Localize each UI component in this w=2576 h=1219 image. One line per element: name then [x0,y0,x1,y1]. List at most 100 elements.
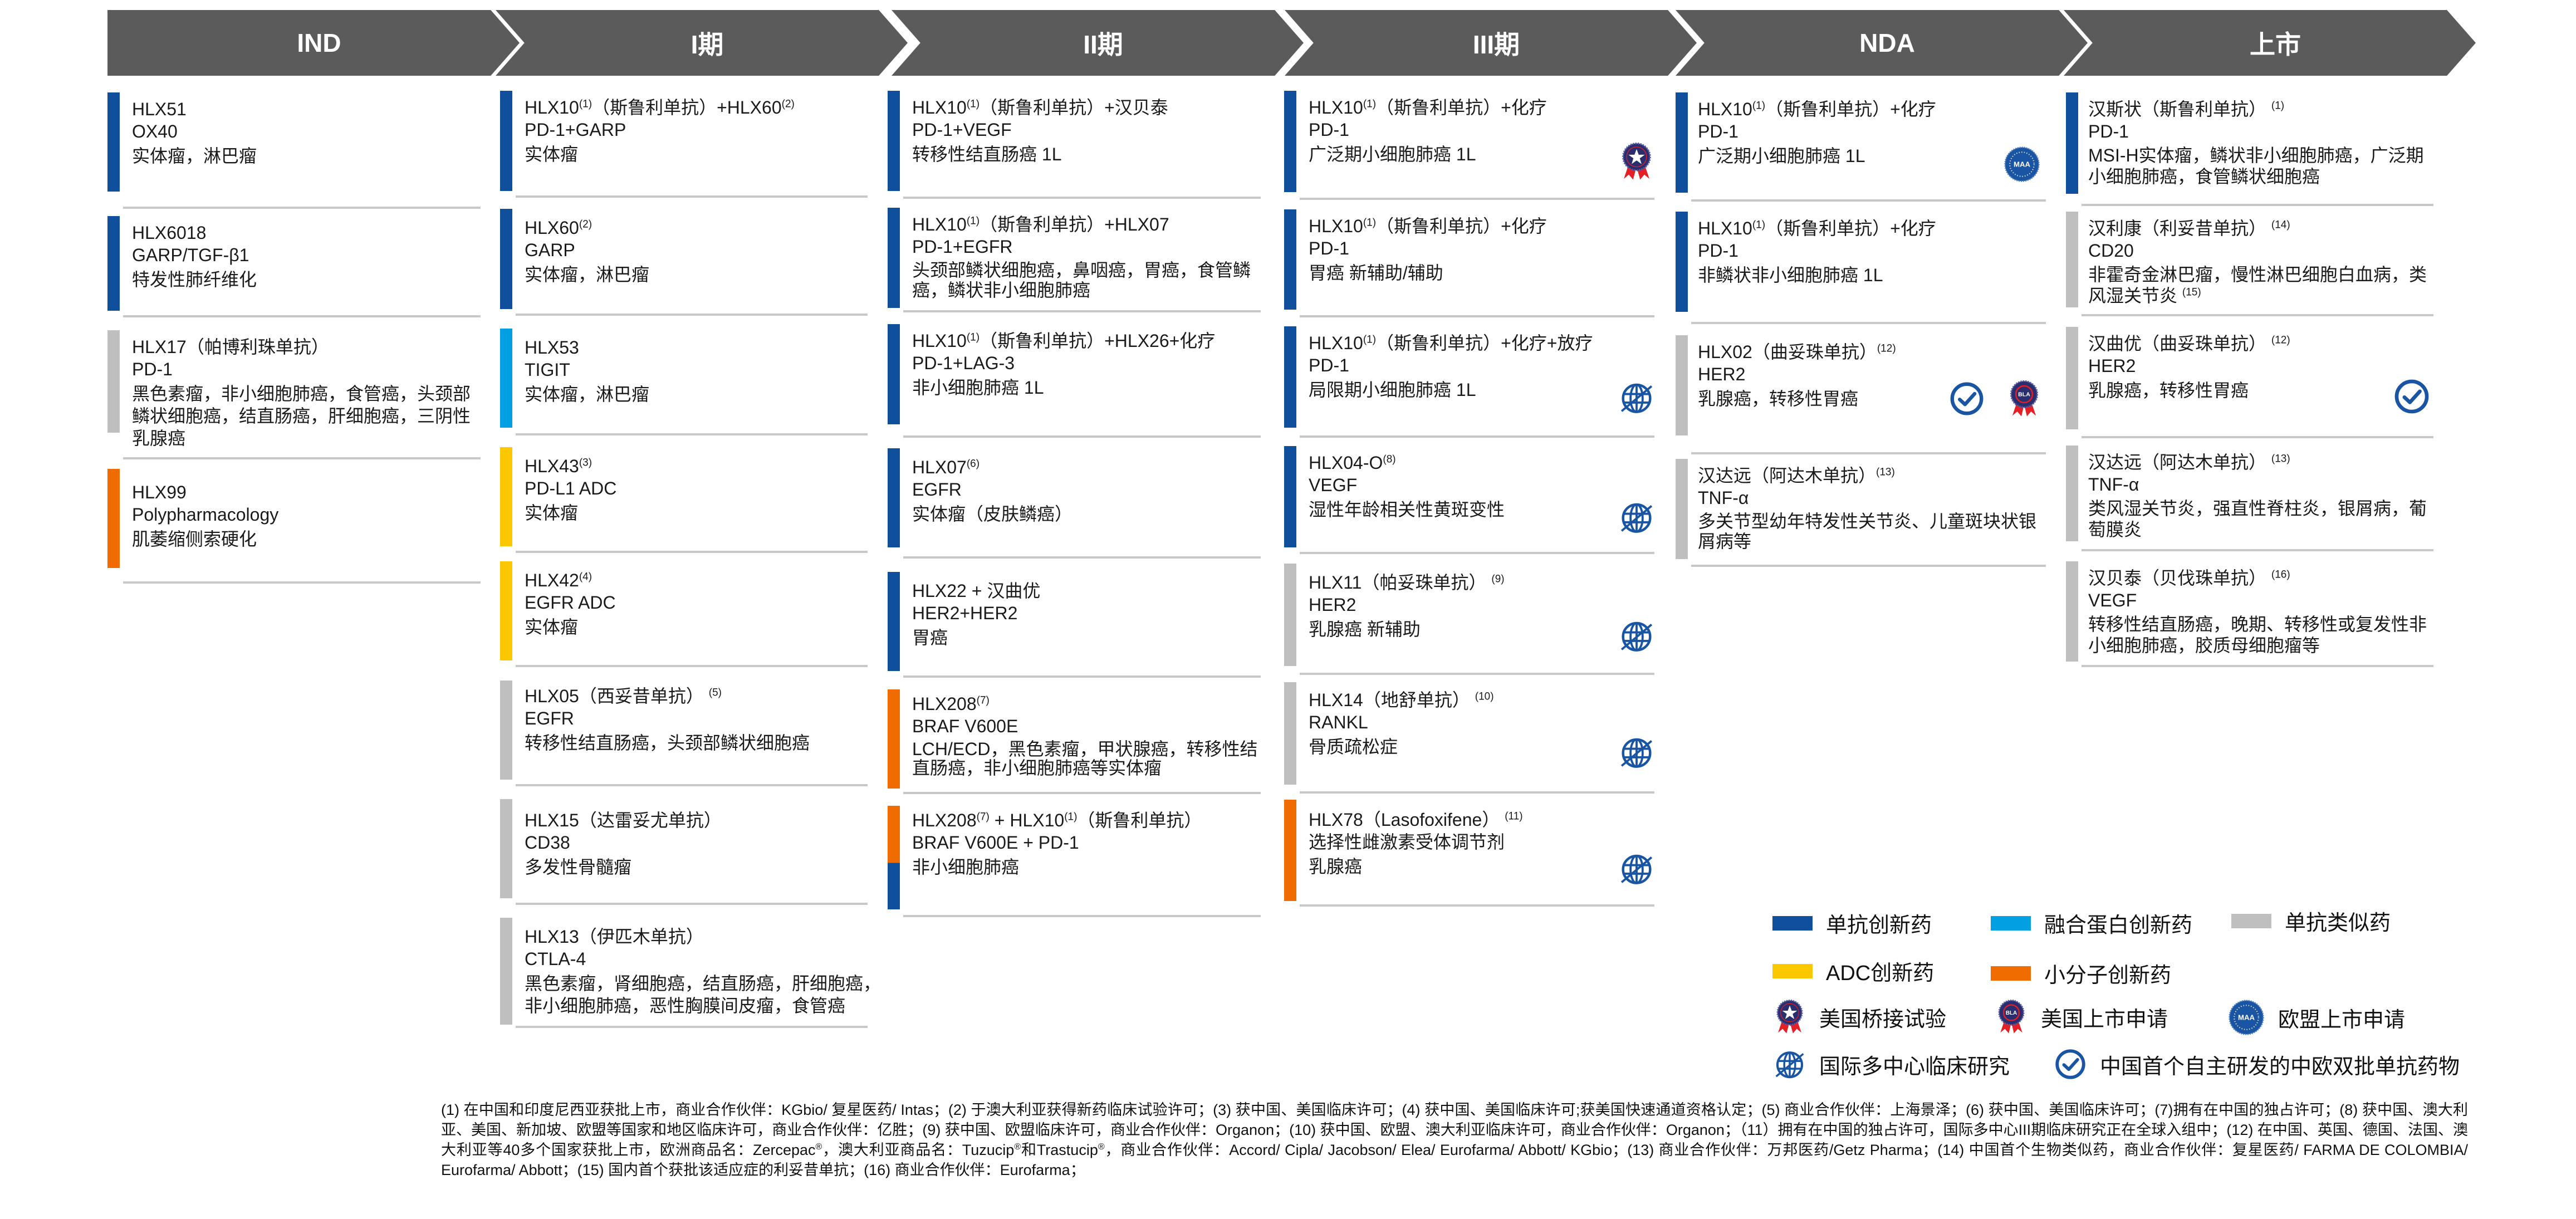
drug-indication: 实体瘤（皮肤鳞癌） [912,504,1073,524]
divider [903,915,1261,917]
pipeline-card[interactable]: HLX208(7) BRAF V600E LCH/ECD，黑色素瘤，甲状腺癌，转… [888,689,1261,794]
legend-label: 国际多中心临床研究 [1819,1055,2010,1079]
category-bar [1284,209,1296,310]
pipeline-card[interactable]: HLX02（曲妥珠单抗）(12) HER2 乳腺癌，转移性胃癌 [1676,335,2046,454]
pipeline-card[interactable]: HLX05（西妥昔单抗） (5) EGFR 转移性结直肠癌，头颈部鳞状细胞癌 [500,681,868,786]
card-text: HLX43(3) PD-L1 ADC 实体瘤 [525,455,868,524]
drug-target: EGFR ADC [525,593,616,613]
legend-item-global-mrct: 国际多中心临床研究 [1774,1048,2010,1080]
stage-nda: NDA [1676,10,2088,76]
globe-icon [1619,500,1654,535]
card-text: HLX07(6) EGFR 实体瘤（皮肤鳞癌） [912,456,1261,525]
pipeline-card[interactable]: HLX10(1)（斯鲁利单抗）+HLX26+化疗 PD-1+LAG-3 非小细胞… [888,324,1261,438]
drug-indication: 类风湿关节炎，强直性脊柱炎，银屑病，葡萄膜炎 [2088,498,2427,540]
pipeline-card[interactable]: HLX17（帕博利珠单抗） PD-1 黑色素瘤，非小细胞肺癌，食管癌，头颈部鳞状… [107,330,481,459]
drug-indication: 实体瘤，淋巴瘤 [525,265,650,285]
pipeline-card[interactable]: 汉达远（阿达木单抗） (13) TNF-α 类风湿关节炎，强直性脊柱炎，银屑病，… [2066,446,2433,551]
card-text: HLX15（达雷妥尤单抗） CD38 多发性骨髓瘤 [525,809,868,878]
pipeline-card[interactable]: 汉曲优（曲妥珠单抗） (12) HER2 乳腺癌，转移性胃癌 [2066,327,2433,438]
divider [123,315,481,317]
divider [1300,315,1654,317]
check-circle-icon [2054,1048,2087,1080]
category-bar [888,806,900,909]
category-bar [2066,92,2078,194]
card-text: HLX53 TIGIT 实体瘤，淋巴瘤 [525,336,868,405]
drug-name: HLX10(1)（斯鲁利单抗）+HLX60(2) [525,97,795,118]
drug-target: OX40 [132,121,178,141]
legend-item-eu-maa: 欧盟上市申请 [2228,999,2405,1036]
footnotes: (1) 在中国和印度尼西亚获批上市，商业合作伙伴：KGbio/ 复星医药/ In… [441,1100,2468,1180]
category-bar [500,681,512,780]
pipeline-card[interactable]: HLX99 Polypharmacology 肌萎缩侧索硬化 [107,469,481,584]
drug-target: BRAF V600E + PD-1 [912,833,1079,853]
card-text: HLX60(2) GARP 实体瘤，淋巴瘤 [525,217,868,286]
divider [1691,565,2046,567]
pipeline-card[interactable]: HLX10(1)（斯鲁利单抗）+化疗+放疗 PD-1 局限期小细胞肺癌 1L [1284,326,1654,438]
pipeline-card[interactable]: 汉利康（利妥昔单抗） (14) CD20 非霍奇金淋巴瘤，慢性淋巴细胞白血病，类… [2066,212,2433,316]
pipeline-card[interactable]: HLX13（伊匹木单抗） CTLA-4 黑色素瘤，肾细胞癌，结直肠癌，肝细胞癌，… [500,918,881,1028]
pipeline-card[interactable]: HLX60(2) GARP 实体瘤，淋巴瘤 [500,209,868,316]
category-bar [888,448,900,547]
pipeline-card[interactable]: 汉贝泰（贝伐珠单抗） (16) VEGF 转移性结直肠癌，晚期、转移性或复发性非… [2066,561,2433,667]
pipeline-card[interactable]: 汉达远（阿达木单抗）(13) TNF-α 多关节型幼年特发性关节炎、儿童斑块状银… [1676,459,2046,567]
pipeline-card[interactable]: HLX07(6) EGFR 实体瘤（皮肤鳞癌） [888,448,1261,559]
category-bar [500,91,512,191]
legend-label: 美国桥接试验 [1819,1007,1947,1031]
drug-indication: LCH/ECD，黑色素瘤，甲状腺癌，转移性结直肠癌，非小细胞肺癌等实体瘤 [912,739,1258,778]
drug-indication: 乳腺癌，转移性胃癌 [2088,380,2249,400]
category-bar [888,208,900,308]
drug-indication: 特发性肺纤维化 [132,270,257,290]
drug-target: CD20 [2088,241,2134,261]
card-text: 汉贝泰（贝伐珠单抗） (16) VEGF 转移性结直肠癌，晚期、转移性或复发性非… [2088,567,2433,656]
card-text: HLX10(1)（斯鲁利单抗）+化疗+放疗 PD-1 局限期小细胞肺癌 1L [1309,332,1654,401]
pipeline-card[interactable]: HLX10(1)（斯鲁利单抗）+化疗 PD-1 广泛期小细胞肺癌 1L [1284,91,1654,200]
pipeline-card[interactable]: HLX43(3) PD-L1 ADC 实体瘤 [500,447,868,553]
pipeline-card[interactable]: HLX15（达雷妥尤单抗） CD38 多发性骨髓瘤 [500,799,868,905]
drug-name: HLX208(7) + HLX10(1)（斯鲁利单抗） [912,810,1202,830]
pipeline-card[interactable]: HLX10(1)（斯鲁利单抗）+化疗 PD-1 广泛期小细胞肺癌 1L [1676,92,2046,202]
stage-label: II期 [1083,30,1123,59]
pipeline-card[interactable]: HLX53 TIGIT 实体瘤，淋巴瘤 [500,329,868,435]
divider [903,556,1261,559]
drug-indication: 实体瘤，淋巴瘤 [525,384,650,404]
pipeline-card[interactable]: 汉斯状（斯鲁利单抗） (1) PD-1 MSI-H实体瘤，鳞状非小细胞肺癌，广泛… [2066,92,2433,206]
drug-indication: 乳腺癌，转移性胃癌 [1698,389,1859,409]
pipeline-card[interactable]: HLX10(1)（斯鲁利单抗）+HLX07 PD-1+EGFR 头颈部鳞状细胞癌… [888,208,1261,312]
drug-name: HLX02（曲妥珠单抗）(12) [1698,342,1896,362]
drug-indication: 实体瘤 [525,144,579,164]
drug-target: PD-1 [1309,238,1349,258]
drug-indication: 实体瘤 [525,617,579,637]
drug-name: HLX208(7) [912,694,990,714]
pipeline-card[interactable]: HLX10(1)（斯鲁利单抗）+化疗 PD-1 胃癌 新辅助/辅助 [1284,209,1654,317]
drug-name: HLX10(1)（斯鲁利单抗）+化疗 [1698,218,1936,238]
pipeline-card[interactable]: HLX04-O(8) VEGF 湿性年龄相关性黄斑变性 [1284,446,1654,554]
pipeline-card[interactable]: HLX10(1)（斯鲁利单抗）+HLX60(2) PD-1+GARP 实体瘤 [500,91,868,198]
pipeline-card[interactable]: HLX22 + 汉曲优 HER2+HER2 胃癌 [888,572,1261,678]
divider [516,195,868,198]
pipeline-card[interactable]: HLX10(1)（斯鲁利单抗）+汉贝泰 PD-1+VEGF 转移性结直肠癌 1L [888,91,1261,199]
us-bla-icon [1995,997,2028,1037]
pipeline-card[interactable]: HLX42(4) EGFR ADC 实体瘤 [500,561,868,667]
pipeline-card[interactable]: HLX78（Lasofoxifene） (11) 选择性雌激素受体调节剂 乳腺癌 [1284,800,1654,907]
drug-name: HLX53 [525,337,579,358]
stage-label: III期 [1472,30,1520,59]
pipeline-card[interactable]: HLX10(1)（斯鲁利单抗）+化疗 PD-1 非鳞状非小细胞肺癌 1L [1676,212,2046,324]
category-bar [888,91,900,191]
drug-target: PD-1 [1309,355,1349,375]
drug-indication: 肌萎缩侧索硬化 [132,529,257,549]
pipeline-card[interactable]: HLX208(7) + HLX10(1)（斯鲁利单抗） BRAF V600E +… [888,806,1261,917]
drug-target: HER2+HER2 [912,603,1018,623]
registered-mark: ® [815,1142,822,1152]
pipeline-card[interactable]: HLX11（帕妥珠单抗） (9) HER2 乳腺癌 新辅助 [1284,564,1654,675]
china-eu-approved-check-icon [2393,378,2430,415]
drug-indication: 转移性结直肠癌，晚期、转移性或复发性非小细胞肺癌，胶质母细胞瘤等 [2088,614,2427,655]
pipeline-card[interactable]: HLX6018 GARP/TGF-β1 特发性肺纤维化 [107,216,481,317]
pipeline-card[interactable]: HLX51 OX40 实体瘤，淋巴瘤 [107,92,481,209]
pipeline-card[interactable]: HLX14（地舒单抗） (10) RANKL 骨质疏松症 [1284,682,1654,794]
card-text: 汉曲优（曲妥珠单抗） (12) HER2 乳腺癌，转移性胃癌 [2088,332,2433,402]
card-text: 汉利康（利妥昔单抗） (14) CD20 非霍奇金淋巴瘤，慢性淋巴细胞白血病，类… [2088,217,2433,306]
card-text: HLX14（地舒单抗） (10) RANKL 骨质疏松症 [1309,689,1654,758]
drug-name: HLX17（帕博利珠单抗） [132,337,329,357]
drug-indication: 胃癌 [912,628,948,648]
legend-item-biosimilar: 单抗类似药 [2231,905,2391,936]
